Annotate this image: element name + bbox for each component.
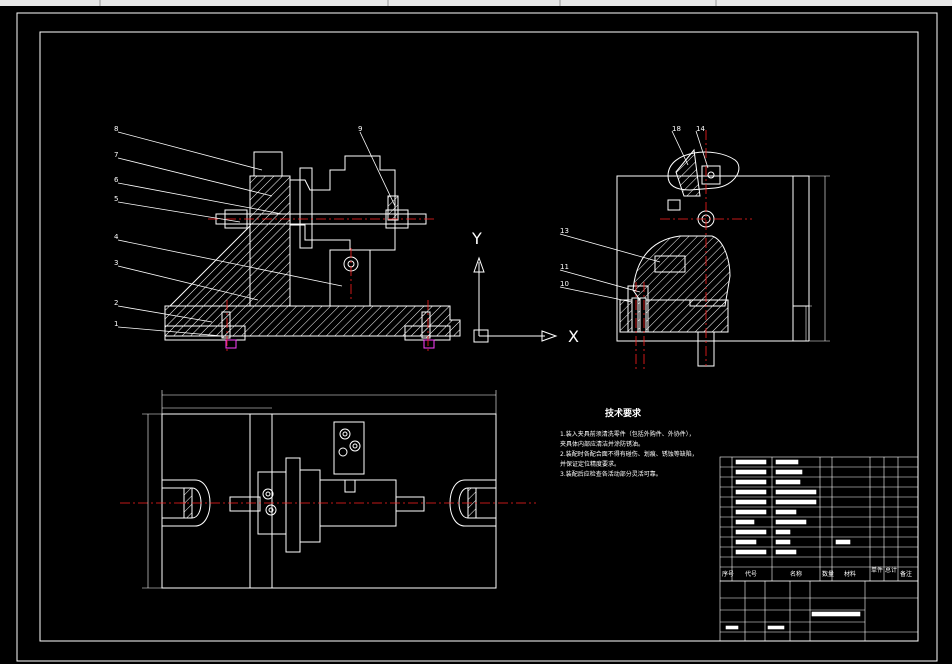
tech-requirements: 技术要求 1.装入夹具前须清洗零件（包括外购件、外协件）， 夹具体内部应清洁并涂… <box>560 407 698 478</box>
tech-line-4: 并保证定位精度要求。 <box>560 460 620 468</box>
inner-border <box>39 31 919 642</box>
bom-header-remark: 备注 <box>900 570 912 578</box>
tech-line-2: 夹具体内部应清洁并涂防锈油。 <box>560 440 644 448</box>
balloon-2: 2 <box>114 299 118 307</box>
tech-line-5: 3.装配后应检查各活动部分灵活可靠。 <box>560 470 662 478</box>
balloon-10: 10 <box>560 280 569 288</box>
balloon-9: 9 <box>358 125 362 133</box>
bom-header-row: 序号 代号 名称 数量 材料 单件 总计 备注 <box>722 566 912 578</box>
balloon-3: 3 <box>114 259 118 267</box>
balloon-13: 13 <box>560 227 569 235</box>
side-dimensions <box>793 175 830 342</box>
balloon-1: 1 <box>114 320 118 328</box>
balloon-6: 6 <box>114 176 119 184</box>
top-view <box>161 413 497 589</box>
side-centerlines <box>635 130 752 370</box>
front-centerlines <box>208 218 436 352</box>
bom-table <box>719 456 919 642</box>
coord-axes <box>473 256 558 342</box>
balloon-11: 11 <box>560 263 569 271</box>
balloon-14: 14 <box>696 125 705 133</box>
top-dimensions <box>142 390 497 589</box>
balloon-8: 8 <box>114 125 118 133</box>
side-view <box>616 148 810 367</box>
bom-header-code: 代号 <box>745 570 757 578</box>
tech-line-1: 1.装入夹具前须清洗零件（包括外购件、外协件）， <box>560 430 695 438</box>
top-strip <box>0 0 952 6</box>
bom-header-total: 总计 <box>885 566 897 574</box>
balloon-18: 18 <box>672 125 681 133</box>
tech-title: 技术要求 <box>605 407 642 419</box>
bom-header-qty: 数量 <box>822 570 834 578</box>
tech-line-3: 2.装配时各配合面不得有碰伤、划痕、锈蚀等缺陷， <box>560 450 698 458</box>
outer-border <box>16 12 938 662</box>
axis-x-label: X <box>568 327 579 346</box>
side-balloon-labels: 18 14 13 11 10 <box>560 125 705 288</box>
front-balloon-labels: 8 7 6 5 4 3 2 1 9 <box>114 125 362 328</box>
axis-y-label: Y <box>471 229 482 248</box>
bom-header-unit: 单件 <box>871 566 883 574</box>
bom-header-name: 名称 <box>790 570 802 578</box>
balloon-7: 7 <box>114 151 118 159</box>
front-leaders <box>117 131 396 337</box>
front-view <box>164 151 489 349</box>
balloon-5: 5 <box>114 195 118 203</box>
side-leaders <box>559 130 709 303</box>
bom-header-no: 序号 <box>722 570 734 578</box>
balloon-4: 4 <box>114 233 119 241</box>
bom-header-material: 材料 <box>844 570 856 578</box>
